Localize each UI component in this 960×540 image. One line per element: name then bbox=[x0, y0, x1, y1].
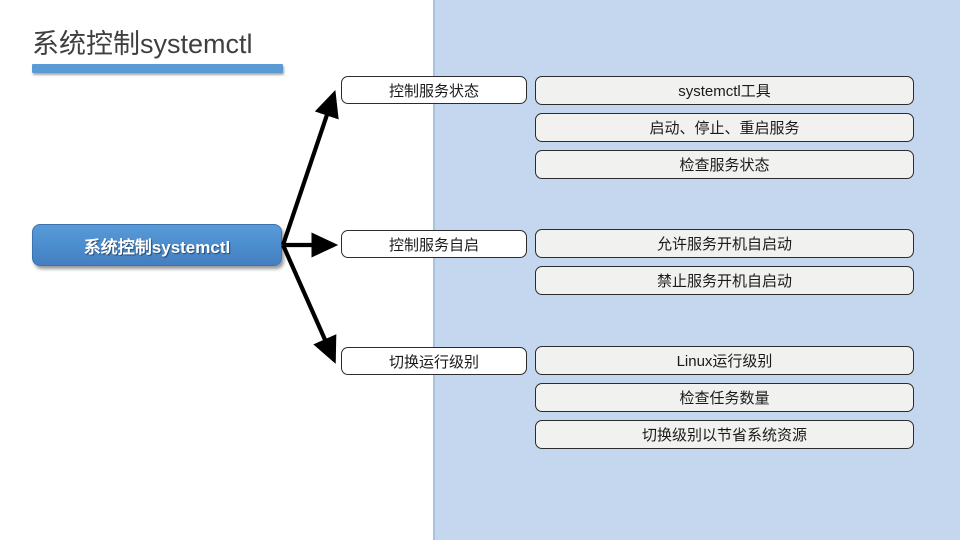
category-box-control-service-autostart[interactable]: 控制服务自启 bbox=[341, 230, 527, 258]
detail-box-start-stop-restart[interactable]: 启动、停止、重启服务 bbox=[535, 113, 914, 142]
detail-box-enable-autostart[interactable]: 允许服务开机自启动 bbox=[535, 229, 914, 258]
detail-label: 禁止服务开机自启动 bbox=[656, 273, 792, 290]
title-underline-bar bbox=[32, 64, 283, 73]
page-title: 系统控制systemctl bbox=[32, 29, 253, 59]
root-node-systemctl[interactable]: 系统控制systemctl bbox=[32, 224, 282, 266]
detail-label: 启动、停止、重启服务 bbox=[649, 120, 800, 137]
arrow-line-3 bbox=[281, 244, 337, 364]
detail-label: 检查任务数量 bbox=[679, 390, 770, 407]
category-box-switch-runlevel[interactable]: 切换运行级别 bbox=[341, 347, 527, 375]
detail-label: Linux运行级别 bbox=[676, 353, 773, 370]
detail-label: systemctl工具 bbox=[678, 83, 771, 100]
category-label: 切换运行级别 bbox=[388, 353, 479, 371]
category-box-control-service-status[interactable]: 控制服务状态 bbox=[341, 76, 527, 104]
detail-label: 切换级别以节省系统资源 bbox=[641, 427, 807, 444]
detail-box-switch-level-save-resources[interactable]: 切换级别以节省系统资源 bbox=[535, 420, 914, 449]
category-label: 控制服务状态 bbox=[388, 82, 479, 100]
detail-label: 检查服务状态 bbox=[679, 157, 770, 174]
arrow-line-1 bbox=[281, 90, 339, 246]
detail-box-linux-runlevel[interactable]: Linux运行级别 bbox=[535, 346, 914, 375]
root-node-label: 系统控制systemctl bbox=[83, 237, 231, 257]
category-label: 控制服务自启 bbox=[388, 236, 479, 254]
detail-box-check-task-count[interactable]: 检查任务数量 bbox=[535, 383, 914, 412]
detail-label: 允许服务开机自启动 bbox=[656, 236, 792, 253]
detail-box-systemctl-tool[interactable]: systemctl工具 bbox=[535, 76, 914, 105]
detail-box-check-service-status[interactable]: 检查服务状态 bbox=[535, 150, 914, 179]
detail-box-disable-autostart[interactable]: 禁止服务开机自启动 bbox=[535, 266, 914, 295]
